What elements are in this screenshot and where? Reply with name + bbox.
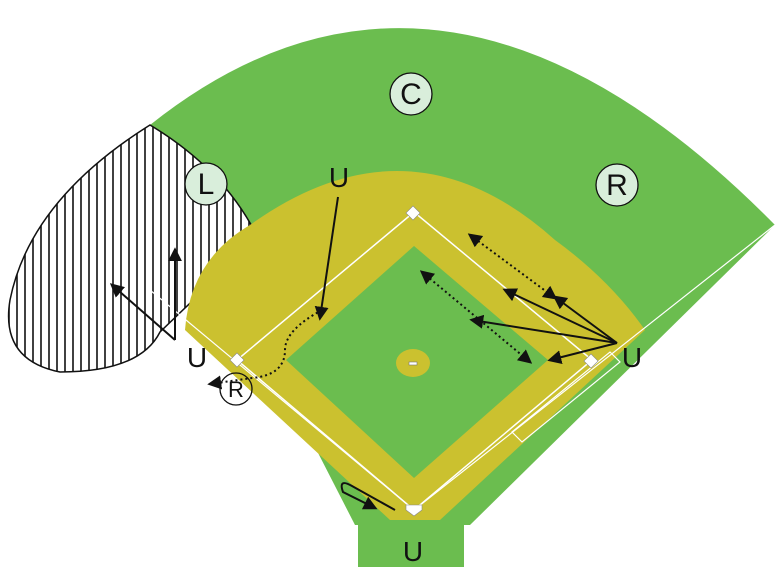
fielder-right-label: R — [606, 169, 628, 202]
umpire-first-path-4 — [547, 342, 618, 365]
umpire-second-label: U — [329, 162, 349, 193]
umpire-third-label: U — [187, 342, 207, 373]
fielder-left-label: L — [198, 168, 215, 201]
first-base — [583, 353, 599, 369]
fielder-left: L — [184, 162, 228, 206]
umpire-second-path — [314, 196, 339, 321]
umpire-first-path-3 — [552, 295, 618, 344]
first-base-coach-box — [511, 351, 621, 443]
umpire-home-label: U — [403, 536, 423, 567]
umpire-home-path — [340, 482, 396, 511]
foul-line-third — [149, 289, 415, 511]
runner-label: R — [228, 377, 244, 402]
fielder-center: C — [389, 72, 433, 116]
umpire-third-path-diag — [109, 283, 176, 341]
third-base — [229, 352, 245, 368]
pitchers-rubber — [408, 361, 418, 366]
umpire-first-label: U — [622, 342, 642, 373]
runner-path — [207, 309, 323, 390]
dotted-arrow-infield-diagonal — [419, 270, 533, 364]
fielder-right: R — [595, 163, 639, 207]
fielder-center-label: C — [400, 78, 422, 111]
second-base — [405, 205, 421, 221]
home-plate — [405, 504, 423, 517]
foul-line-first — [413, 224, 776, 511]
